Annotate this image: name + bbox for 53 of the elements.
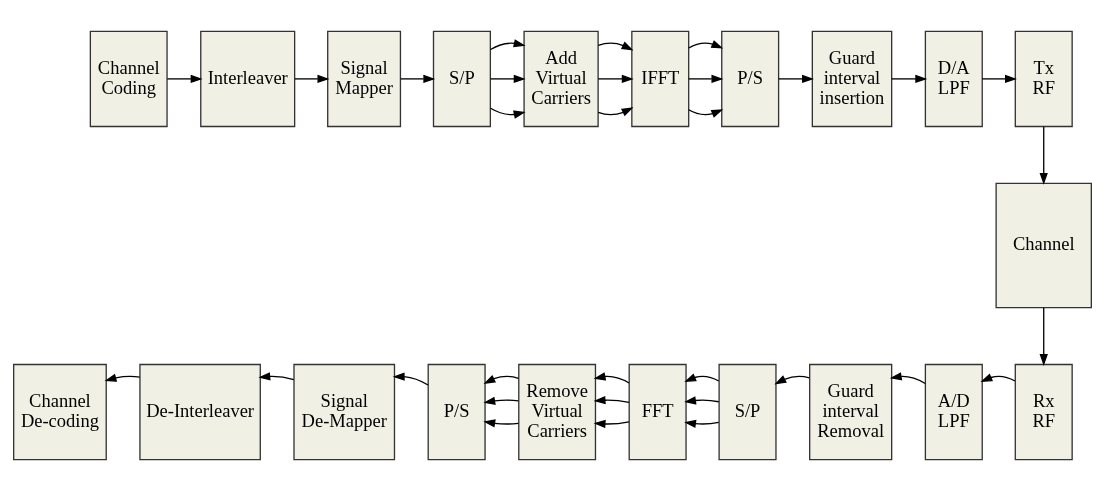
arrow	[688, 74, 724, 84]
arrow	[774, 375, 810, 385]
node-box: Add Virtual Carriers	[523, 30, 599, 128]
arrow	[489, 39, 526, 51]
node-box: S/P	[718, 363, 777, 461]
arrow	[688, 109, 724, 118]
node-box: Rx RF	[1014, 363, 1073, 461]
node-box: Guard interval insertion	[811, 30, 893, 128]
arrow	[258, 372, 295, 381]
arrow	[684, 419, 720, 428]
arrow	[891, 74, 928, 84]
arrow	[392, 372, 429, 386]
arrow	[294, 74, 330, 84]
node-box: P/S	[427, 363, 486, 461]
arrow	[400, 74, 436, 84]
arrow	[684, 373, 720, 382]
node-box: Tx RF	[1014, 30, 1073, 128]
arrow	[104, 373, 141, 382]
arrow	[597, 107, 634, 117]
arrow	[483, 419, 520, 428]
node-box: S/P	[432, 30, 491, 128]
node-box: Interleaver	[200, 30, 296, 128]
arrow	[483, 374, 520, 384]
arrow	[483, 396, 520, 405]
arrow	[684, 396, 720, 405]
node-box: P/S	[721, 30, 780, 128]
node-box: Channel	[995, 182, 1092, 309]
node-box: De-Interleaver	[139, 363, 261, 461]
arrow	[597, 74, 634, 84]
arrow	[1039, 307, 1048, 367]
arrow	[688, 40, 724, 49]
arrow	[980, 373, 1016, 382]
arrow	[166, 74, 203, 84]
arrow	[597, 41, 634, 51]
arrow	[889, 372, 926, 385]
arrow	[778, 74, 814, 84]
node-box: D/A LPF	[924, 30, 983, 128]
node-box: Channel De-coding	[13, 363, 107, 461]
arrow	[593, 372, 630, 384]
node-box: Channel Coding	[89, 30, 168, 128]
node-box: A/D LPF	[924, 363, 983, 461]
arrow	[489, 74, 526, 84]
node-box: Guard interval Removal	[809, 363, 893, 461]
arrow	[1039, 126, 1048, 185]
arrow	[489, 107, 526, 119]
node-box: Signal De-Mapper	[293, 363, 396, 461]
node-box: IFFT	[631, 30, 690, 128]
node-box: FFT	[628, 363, 687, 461]
node-box: Remove Virtual Carriers	[518, 363, 597, 461]
node-box: Signal Mapper	[327, 30, 402, 128]
arrow	[981, 74, 1017, 84]
arrow	[593, 396, 630, 405]
arrow	[593, 419, 630, 429]
